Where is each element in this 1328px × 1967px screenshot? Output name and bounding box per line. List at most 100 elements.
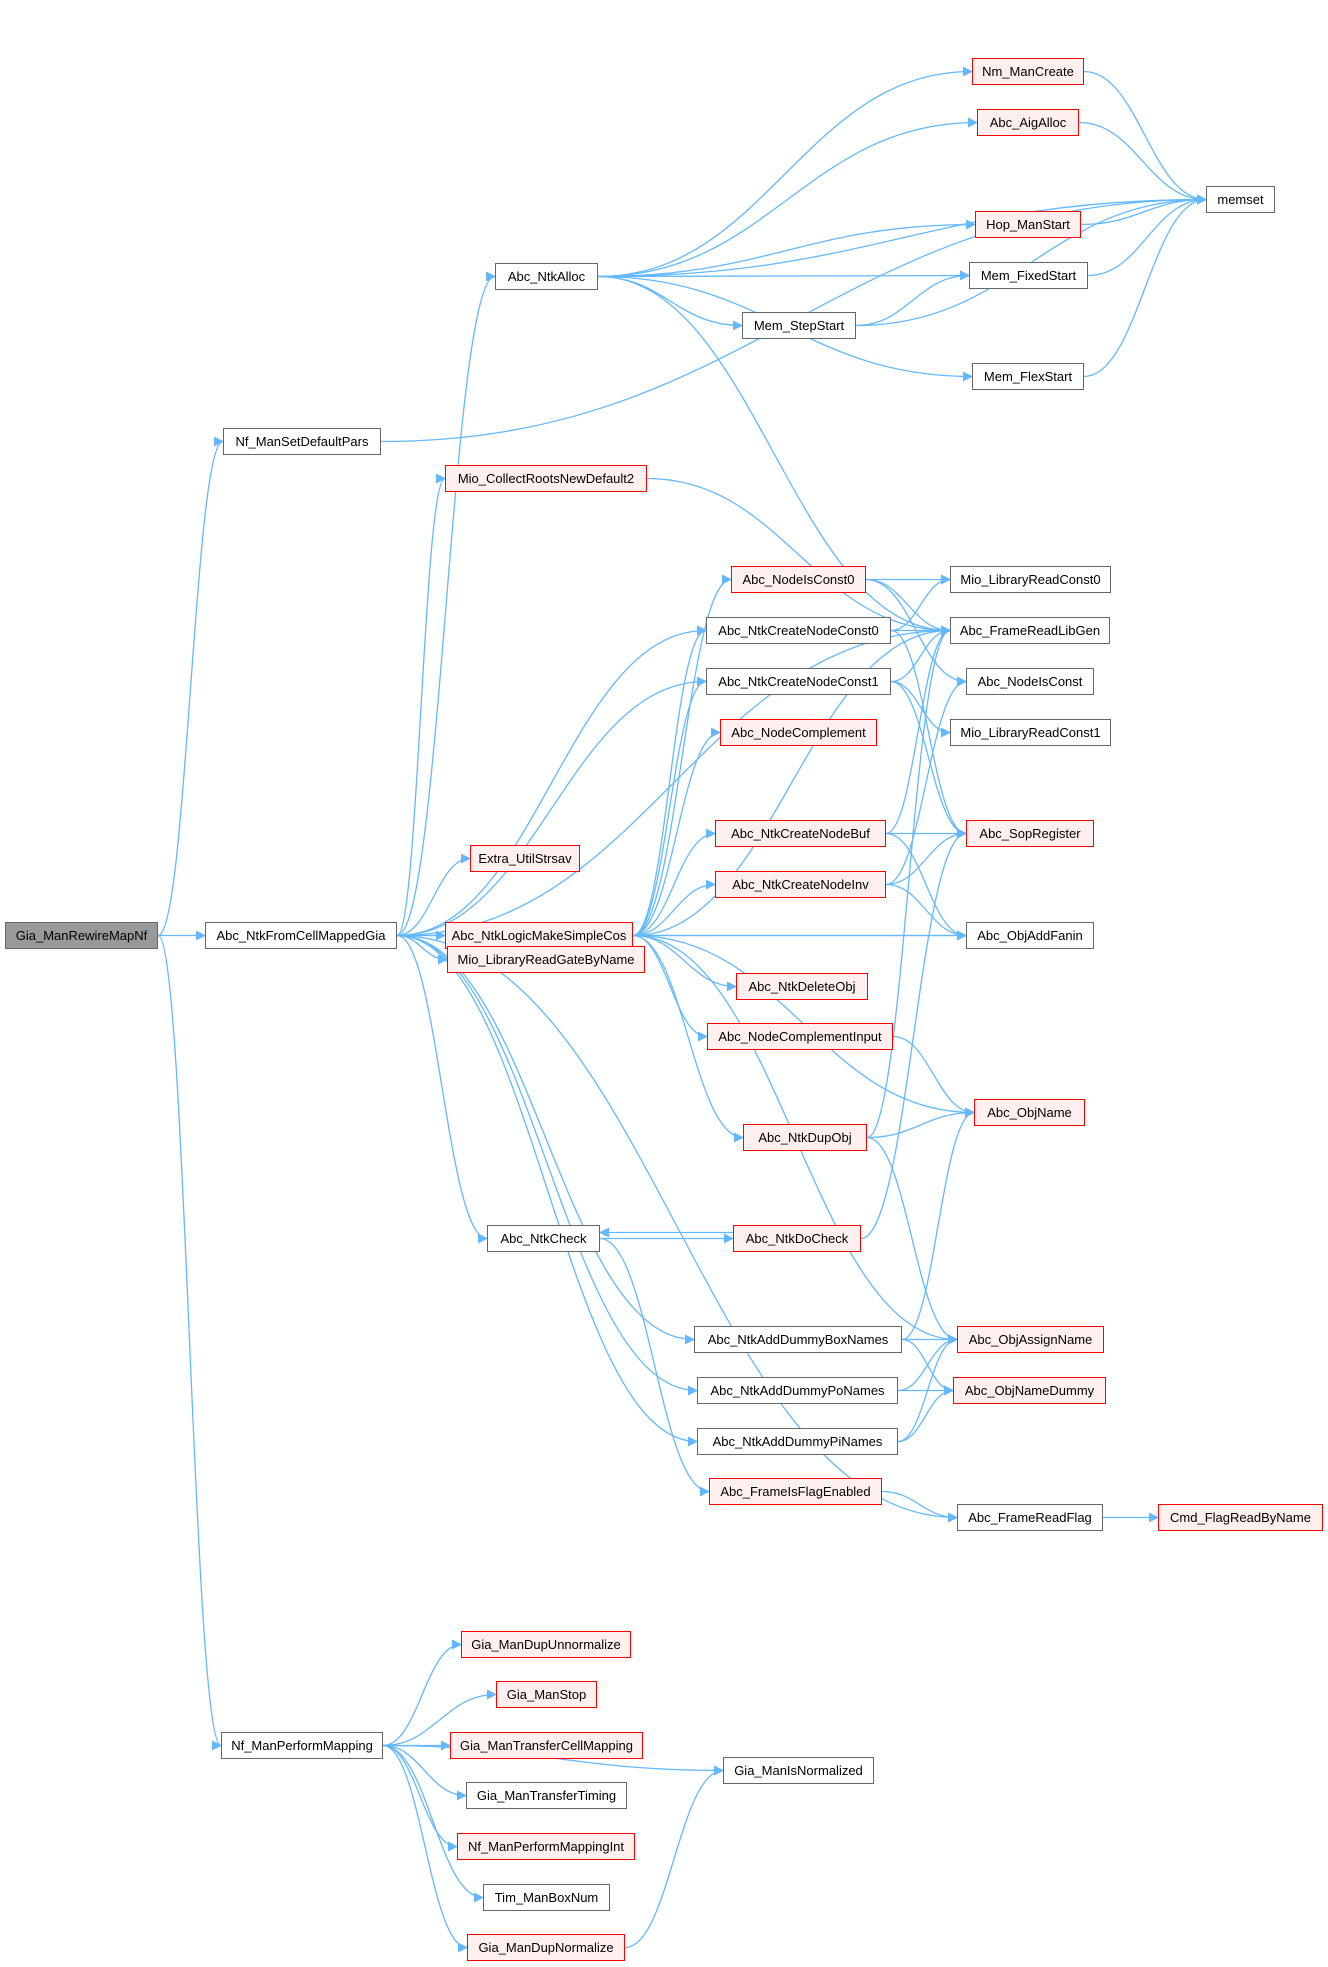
node-abc-nodecomplement[interactable]: Abc_NodeComplement [720, 719, 877, 746]
node-tim-manboxnum[interactable]: Tim_ManBoxNum [483, 1884, 610, 1911]
node-label: Abc_NtkCreateNodeBuf [731, 826, 870, 841]
node-label: Nf_ManPerformMappingInt [467, 1839, 625, 1854]
node-gia-manstop[interactable]: Gia_ManStop [496, 1681, 597, 1708]
node-gia-mantransfertiming[interactable]: Gia_ManTransferTiming [466, 1782, 627, 1809]
node-memset[interactable]: memset [1206, 186, 1275, 213]
edge-abc-ntkfromcellmappedgia-to-abc-ntkadddummyponames [396, 934, 698, 1396]
node-label: memset [1217, 192, 1264, 207]
node-label: Gia_ManDupUnnormalize [471, 1637, 621, 1652]
node-nf-manperformmapping[interactable]: Nf_ManPerformMapping [221, 1732, 383, 1759]
node-abc-ntkdocheck[interactable]: Abc_NtkDoCheck [733, 1225, 861, 1252]
edge-abc-ntkcreatenodeinv-to-abc-objaddfanin [885, 883, 967, 941]
node-abc-frameisflagenabled[interactable]: Abc_FrameIsFlagEnabled [709, 1478, 882, 1505]
edge-nf-manperformmapping-to-tim-manboxnum [382, 1744, 484, 1903]
node-abc-ntkdupobj[interactable]: Abc_NtkDupObj [743, 1124, 867, 1151]
node-nm-mancreate[interactable]: Nm_ManCreate [972, 58, 1084, 85]
node-label: Hop_ManStart [986, 217, 1070, 232]
edge-gia-manrewiremapnf-to-nf-mansetdefaultpars [157, 436, 224, 937]
edge-mem-fixedstart-to-memset [1087, 194, 1207, 277]
edge-abc-ntkalloc-to-memset [597, 194, 1207, 278]
node-gia-mantransfercellmapping[interactable]: Gia_ManTransferCellMapping [450, 1732, 643, 1759]
node-abc-ntkcreatenodebuf[interactable]: Abc_NtkCreateNodeBuf [715, 820, 886, 847]
edge-abc-ntkfromcellmappedgia-to-abc-ntkadddummyboxnames [396, 934, 695, 1345]
node-abc-sopregister[interactable]: Abc_SopRegister [966, 820, 1094, 847]
node-abc-framereadflag[interactable]: Abc_FrameReadFlag [957, 1504, 1103, 1531]
node-abc-ntkcheck[interactable]: Abc_NtkCheck [487, 1225, 600, 1252]
edge-abc-ntklogicmakesimplecos-to-abc-framereadlibgen [632, 625, 951, 937]
edge-mem-flexstart-to-memset [1083, 194, 1207, 378]
edge-abc-ntkfromcellmappedgia-to-abc-ntkcreatenodeconst1 [396, 676, 707, 937]
edge-abc-frameisflagenabled-to-abc-framereadflag [881, 1490, 958, 1523]
node-abc-ntklogicmakesimplecos[interactable]: Abc_NtkLogicMakeSimpleCos [445, 922, 633, 949]
node-label: Abc_AigAlloc [989, 115, 1067, 130]
edge-abc-ntkcreatenodeconst1-to-abc-sopregister [890, 680, 967, 839]
node-abc-aigalloc[interactable]: Abc_AigAlloc [977, 109, 1079, 136]
node-abc-ntkadddummyponames[interactable]: Abc_NtkAddDummyPoNames [697, 1377, 898, 1404]
node-abc-ntkfromcellmappedgia[interactable]: Abc_NtkFromCellMappedGia [205, 922, 397, 949]
node-abc-ntkcreatenodeconst1[interactable]: Abc_NtkCreateNodeConst1 [706, 668, 891, 695]
node-abc-ntkadddummypinames[interactable]: Abc_NtkAddDummyPiNames [697, 1428, 898, 1455]
edge-abc-ntkcheck-to-abc-frameisflagenabled [599, 1237, 710, 1497]
node-abc-objassignname[interactable]: Abc_ObjAssignName [957, 1326, 1104, 1353]
node-abc-nodeisconst0[interactable]: Abc_NodeIsConst0 [731, 566, 866, 593]
edge-abc-ntkdupobj-to-abc-framereadlibgen [866, 625, 951, 1139]
node-label: Gia_ManTransferCellMapping [460, 1738, 633, 1753]
node-gia-mandupnormalize[interactable]: Gia_ManDupNormalize [467, 1934, 625, 1961]
edge-abc-ntkadddummyponames-to-abc-objassignname [897, 1334, 958, 1392]
node-abc-nodecomplementinput[interactable]: Abc_NodeComplementInput [707, 1023, 893, 1050]
node-label: Abc_NtkAlloc [507, 269, 586, 284]
edge-abc-aigalloc-to-memset [1078, 121, 1207, 205]
edge-mem-stepstart-to-mem-fixedstart [855, 270, 970, 327]
node-abc-objaddfanin[interactable]: Abc_ObjAddFanin [966, 922, 1094, 949]
node-label: Abc_NtkFromCellMappedGia [216, 928, 386, 943]
node-mio-libraryreadconst0[interactable]: Mio_LibraryReadConst0 [950, 566, 1111, 593]
node-label: Gia_ManDupNormalize [478, 1940, 614, 1955]
edge-nm-mancreate-to-memset [1083, 70, 1207, 205]
node-abc-nodeisconst[interactable]: Abc_NodeIsConst [966, 668, 1094, 695]
node-abc-framereadlibgen[interactable]: Abc_FrameReadLibGen [950, 617, 1110, 644]
node-abc-ntkcreatenodeinv[interactable]: Abc_NtkCreateNodeInv [715, 871, 886, 898]
node-cmd-flagreadbyname[interactable]: Cmd_FlagReadByName [1158, 1504, 1323, 1531]
node-abc-ntkdeleteobj[interactable]: Abc_NtkDeleteObj [736, 973, 868, 1000]
node-abc-ntkcreatenodeconst0[interactable]: Abc_NtkCreateNodeConst0 [706, 617, 891, 644]
node-gia-manrewiremapnf: Gia_ManRewireMapNf [5, 922, 158, 949]
node-hop-manstart[interactable]: Hop_ManStart [975, 211, 1081, 238]
node-label: Abc_ObjNameDummy [964, 1383, 1095, 1398]
node-extra-utilstrsav[interactable]: Extra_UtilStrsav [470, 845, 580, 872]
edge-nf-manperformmapping-to-gia-mandupnormalize [382, 1744, 468, 1953]
node-label: Abc_NodeComplementInput [718, 1029, 882, 1044]
node-abc-ntkalloc[interactable]: Abc_NtkAlloc [495, 263, 598, 290]
node-mem-stepstart[interactable]: Mem_StepStart [742, 312, 856, 339]
node-label: Abc_NtkCheck [500, 1231, 587, 1246]
edge-gia-mandupnormalize-to-gia-manisnormalized [624, 1765, 724, 1949]
node-label: Abc_SopRegister [979, 826, 1081, 841]
node-mio-collectrootsnewdefault2[interactable]: Mio_CollectRootsNewDefault2 [445, 465, 647, 492]
edge-abc-ntkdupobj-to-abc-objassignname [866, 1136, 958, 1345]
node-mio-libraryreadgatebyname[interactable]: Mio_LibraryReadGateByName [447, 946, 645, 973]
node-gia-manisnormalized[interactable]: Gia_ManIsNormalized [723, 1757, 874, 1784]
node-mem-fixedstart[interactable]: Mem_FixedStart [969, 262, 1088, 289]
node-mem-flexstart[interactable]: Mem_FlexStart [972, 363, 1084, 390]
node-label: Abc_NodeIsConst0 [742, 572, 855, 587]
node-label: Tim_ManBoxNum [494, 1890, 599, 1905]
node-label: Abc_NtkCreateNodeInv [732, 877, 869, 892]
node-mio-libraryreadconst1[interactable]: Mio_LibraryReadConst1 [950, 719, 1111, 746]
node-abc-ntkadddummyboxnames[interactable]: Abc_NtkAddDummyBoxNames [694, 1326, 902, 1353]
node-nf-mansetdefaultpars[interactable]: Nf_ManSetDefaultPars [223, 428, 381, 455]
node-abc-objnamedummy[interactable]: Abc_ObjNameDummy [953, 1377, 1106, 1404]
node-label: Abc_FrameIsFlagEnabled [720, 1484, 871, 1499]
edge-abc-ntklogicmakesimplecos-to-abc-ntkcreatenodeconst1 [632, 676, 707, 937]
node-label: Abc_ObjName [987, 1105, 1072, 1120]
edge-abc-ntklogicmakesimplecos-to-abc-ntkdupobj [632, 934, 744, 1143]
edge-abc-ntkdocheck-to-abc-sopregister [860, 828, 967, 1240]
node-nf-manperformmappingint[interactable]: Nf_ManPerformMappingInt [457, 1833, 635, 1860]
node-abc-objname[interactable]: Abc_ObjName [974, 1099, 1085, 1126]
node-gia-mandupunnormalize[interactable]: Gia_ManDupUnnormalize [461, 1631, 631, 1658]
edge-abc-ntkcreatenodebuf-to-abc-framereadlibgen [885, 625, 951, 835]
edge-abc-ntkalloc-to-abc-framereadlibgen [597, 275, 951, 636]
edge-abc-ntkfromcellmappedgia-to-abc-ntkcheck [396, 934, 488, 1244]
edge-abc-ntkcreatenodeconst1-to-mio-libraryreadconst1 [890, 680, 951, 738]
edge-abc-ntkcreatenodeinv-to-abc-nodeisconst [885, 676, 967, 886]
